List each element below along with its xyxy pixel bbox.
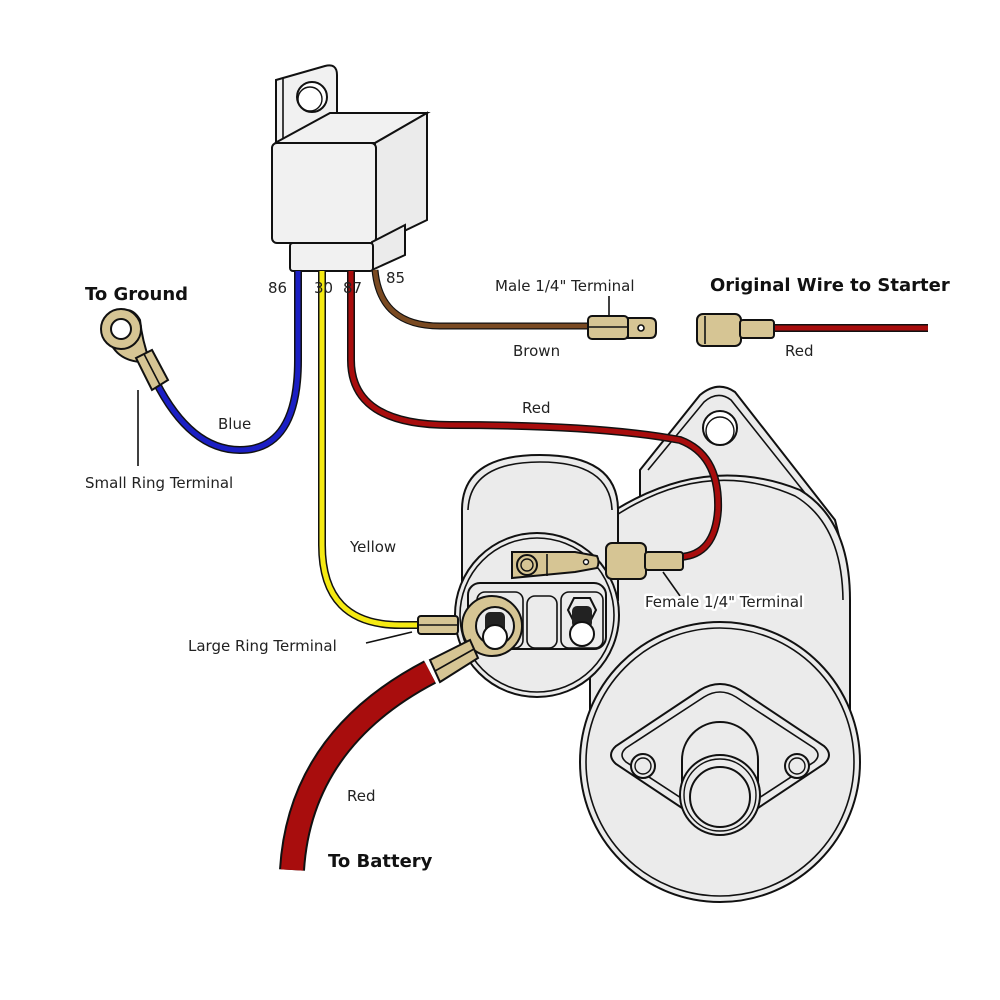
pin-label-85: 85 xyxy=(386,269,405,287)
label-male-terminal: Male 1/4" Terminal xyxy=(495,277,635,295)
label-female-terminal: Female 1/4" Terminal xyxy=(645,593,803,611)
female-quarter-inch-terminal xyxy=(605,542,684,580)
mounting-hole-icon xyxy=(702,410,738,446)
relay-mount-hole-icon xyxy=(296,81,328,113)
label-brown: Brown xyxy=(513,342,560,360)
label-battery-red: Red xyxy=(347,787,376,805)
label-to-battery: To Battery xyxy=(328,851,433,872)
label-original-wire: Original Wire to Starter xyxy=(710,275,950,296)
relay xyxy=(271,64,431,272)
starter-motor xyxy=(454,385,861,903)
wire-yellow xyxy=(318,271,418,629)
pin-label-86: 86 xyxy=(268,279,287,297)
label-red-87: Red xyxy=(522,399,551,417)
label-blue: Blue xyxy=(218,415,251,433)
label-small-ring-terminal: Small Ring Terminal xyxy=(85,474,233,492)
label-yellow: Yellow xyxy=(349,538,396,556)
leader-large-ring xyxy=(365,631,413,644)
label-original-red: Red xyxy=(785,342,814,360)
label-to-ground: To Ground xyxy=(85,284,188,305)
male-quarter-inch-terminal xyxy=(587,315,657,340)
leader-female-terminal xyxy=(662,571,681,597)
small-ring-terminal xyxy=(100,308,170,392)
solenoid-spade-terminal xyxy=(511,551,600,580)
relay-housing xyxy=(271,142,377,244)
pin-label-30: 30 xyxy=(314,279,333,297)
original-female-terminal xyxy=(696,313,775,347)
motor-stud xyxy=(566,597,598,647)
large-ring-terminal xyxy=(417,595,523,684)
pin-label-87: 87 xyxy=(343,279,362,297)
label-large-ring-terminal: Large Ring Terminal xyxy=(188,637,337,655)
relay-base xyxy=(289,242,374,272)
